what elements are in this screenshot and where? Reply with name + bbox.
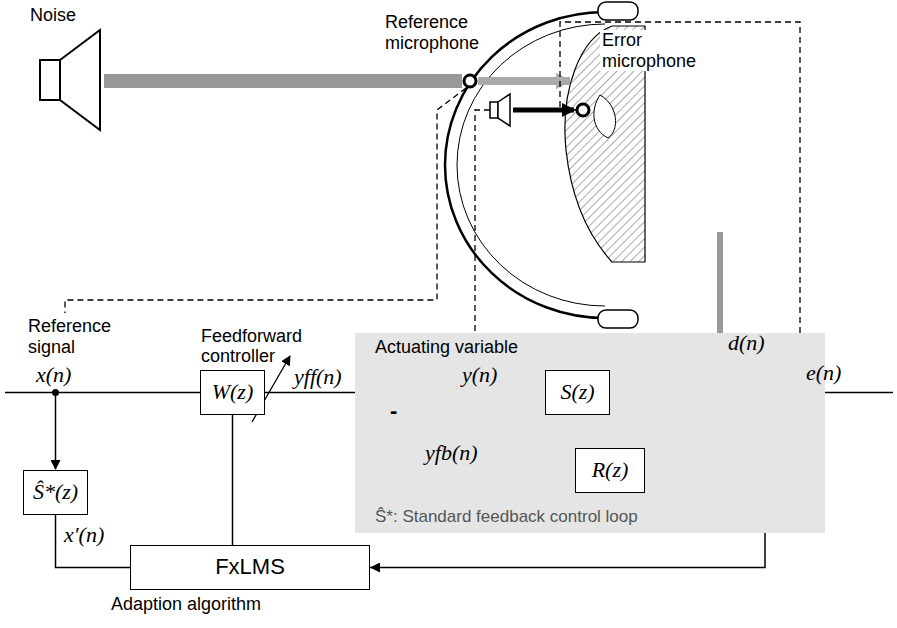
signal-name: x′(n): [64, 522, 104, 547]
part-name: Noise: [30, 5, 76, 26]
signal-wire: [560, 22, 800, 355]
sign-label: -: [390, 398, 397, 423]
input-wire: [5, 392, 200, 394]
feedback-filter-box: R(z): [575, 448, 645, 493]
model-box: Ŝ*(z): [23, 470, 88, 515]
signal-name: x(n): [36, 362, 71, 387]
speaker-cone: [60, 30, 100, 130]
part-name: Error microphone: [600, 30, 714, 71]
signal-wire: [475, 110, 490, 331]
region-label: Ŝ*: Standard feedback control loop: [375, 508, 638, 527]
box-label: R(z): [592, 458, 629, 482]
ear-cushion: [598, 2, 638, 20]
box-label: Ŝ*(z): [33, 480, 78, 504]
ear-canal: [594, 95, 616, 138]
input-branch: [55, 393, 57, 470]
box-heading: Feedforward controller: [201, 327, 311, 367]
box-caption: Adaption algorithm: [111, 595, 261, 615]
signal-wire: [65, 88, 466, 313]
signal-name: y(n): [462, 362, 497, 387]
anti-noise-speaker: [498, 94, 510, 126]
signal-name: d(n): [728, 330, 765, 355]
speaker-body: [40, 60, 60, 100]
signal-name: Actuating variable: [375, 337, 518, 358]
signal-name: Reference signal: [28, 316, 123, 357]
signal-name: e(n): [806, 360, 841, 385]
signal-name: yff(n): [294, 364, 342, 389]
reference-mic: [464, 75, 476, 87]
algorithm-box: FxLMSAdaption algorithm: [130, 545, 370, 590]
box-label: FxLMS: [215, 555, 285, 579]
signal-name: yfb(n): [425, 440, 478, 465]
branch-dot: [52, 389, 59, 396]
plant-box: S(z): [545, 370, 610, 415]
feedback-loop-region: Ŝ*: Standard feedback control loop S(z) R(…: [355, 333, 825, 533]
box-label: W(z): [212, 380, 254, 404]
signal-connector: [56, 515, 131, 568]
controller-box: Feedforward controllerW(z): [200, 370, 265, 415]
signal-connector: [232, 415, 234, 545]
anti-noise-speaker: [490, 102, 498, 118]
box-label: S(z): [560, 380, 594, 404]
ear-cushion: [598, 310, 638, 328]
noise-path: [104, 74, 462, 88]
noise-arrow: [478, 77, 570, 85]
part-name: Reference microphone: [385, 12, 490, 53]
error-mic: [577, 104, 589, 116]
